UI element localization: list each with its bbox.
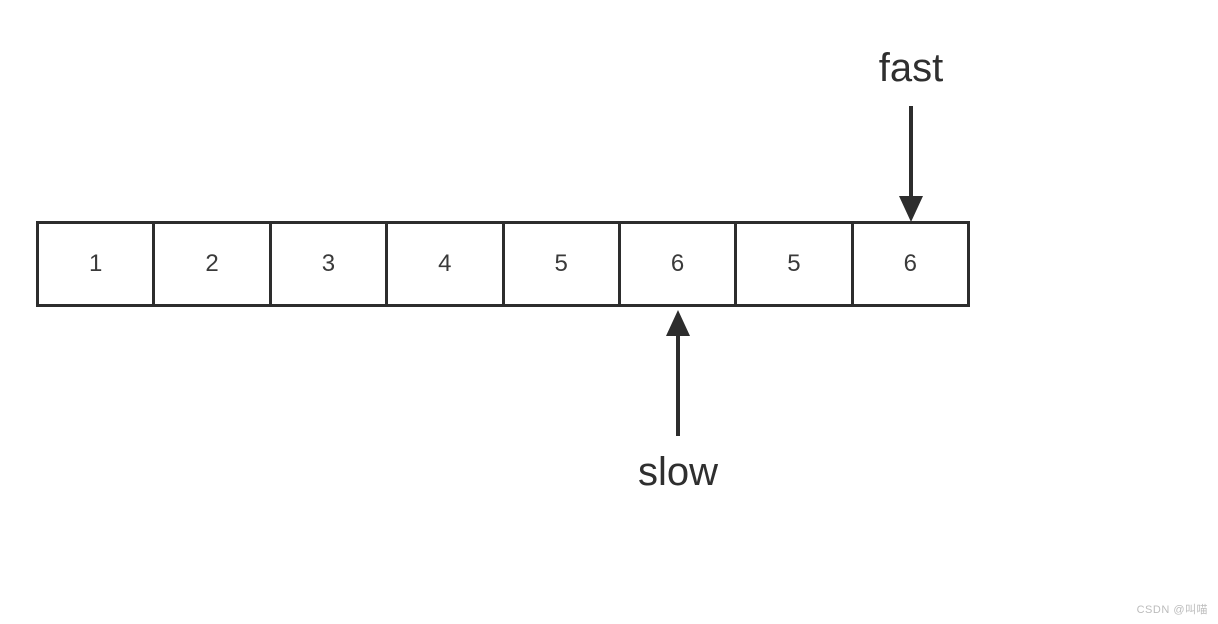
slow-pointer-arrow-up-icon (666, 310, 690, 336)
fast-pointer-arrow-down-icon (899, 196, 923, 222)
array-cell-4: 5 (501, 221, 621, 307)
slow-pointer-label: slow (637, 450, 719, 494)
array-cell-5: 6 (617, 221, 738, 307)
fast-pointer-label: fast (878, 46, 944, 90)
array-cell-0: 1 (36, 221, 156, 307)
array-cell-7: 6 (850, 221, 970, 307)
slow-pointer-arrow-line (676, 334, 680, 436)
array-cell-1: 2 (152, 221, 272, 307)
array-cell-6: 5 (734, 221, 854, 307)
fast-pointer-arrow-line (909, 106, 913, 198)
array-cell-2: 3 (268, 221, 389, 307)
csdn-watermark: CSDN @叫喵 (1136, 604, 1208, 616)
array-cell-3: 4 (385, 221, 505, 307)
array-row: 1 2 3 4 5 6 5 6 (36, 221, 970, 307)
